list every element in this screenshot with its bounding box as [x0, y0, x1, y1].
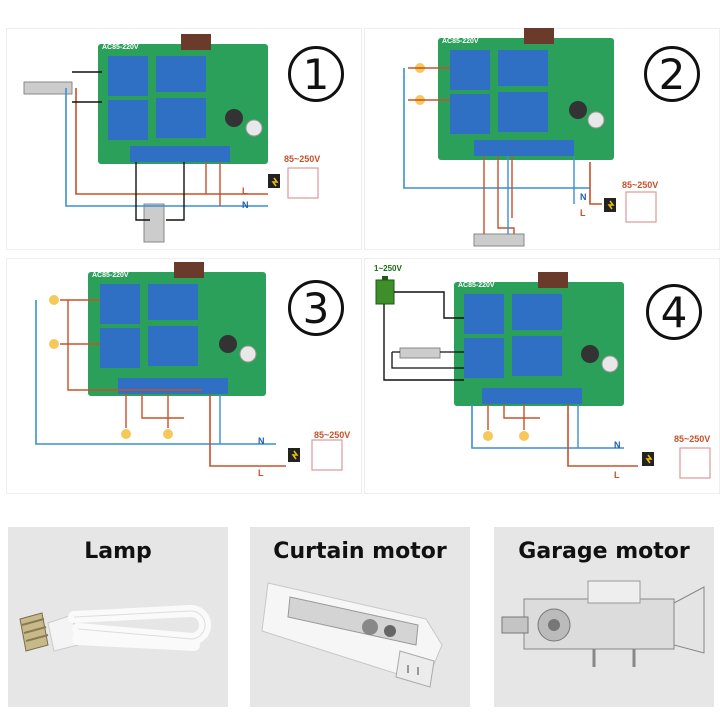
device-title-lamp: Lamp [84, 539, 152, 564]
voltage-label-2: 85~250V [622, 180, 659, 190]
wiring-diagram-4 [364, 258, 720, 494]
device-card-garage-motor: Garage motor [494, 527, 714, 707]
voltage-label-4: 85~250V [674, 434, 711, 444]
board-model-4: AC85-220V [458, 282, 495, 289]
wiring-panel-1: 1 85~250V L N AC85-220V [6, 28, 362, 250]
board-model-3: AC85-220V [92, 272, 129, 279]
wiring-diagram-1 [6, 28, 362, 250]
live-label-2: L [580, 208, 586, 218]
curtain-motor-icon [261, 582, 443, 688]
step-number-2: 2 [644, 46, 700, 102]
device-card-lamp: Lamp [8, 527, 228, 707]
step-number-3: 3 [288, 280, 344, 336]
voltage-label-1: 85~250V [284, 154, 321, 164]
wiring-diagram-2 [364, 28, 720, 250]
board-model-2: AC85-220V [442, 38, 479, 45]
voltage-label-3: 85~250V [314, 430, 351, 440]
neutral-label-4: N [614, 440, 621, 450]
live-label-3: L [258, 468, 264, 478]
board-model-1: AC85-220V [102, 44, 139, 51]
neutral-label-3: N [258, 436, 265, 446]
live-label-4: L [614, 470, 620, 480]
neutral-label-1: N [242, 200, 249, 210]
wiring-panel-2: 2 85~250V N L AC85-220V [364, 28, 720, 250]
step-number-1: 1 [288, 46, 344, 102]
dc-supply-label: 1~250V [374, 264, 402, 273]
garage-motor-icon [501, 580, 705, 667]
wiring-panel-4: 4 85~250V N L AC85-220V 1~250V [364, 258, 720, 494]
device-title-garage-motor: Garage motor [518, 539, 690, 564]
device-card-curtain-motor: Curtain motor [250, 527, 470, 707]
wiring-diagram-3 [6, 258, 362, 494]
wiring-panel-3: 3 85~250V N L AC85-220V [6, 258, 362, 494]
live-label-1: L [242, 186, 248, 196]
cfl-bulb-icon [19, 605, 212, 652]
neutral-label-2: N [580, 192, 587, 202]
device-title-curtain-motor: Curtain motor [273, 539, 447, 564]
step-number-4: 4 [646, 284, 702, 340]
